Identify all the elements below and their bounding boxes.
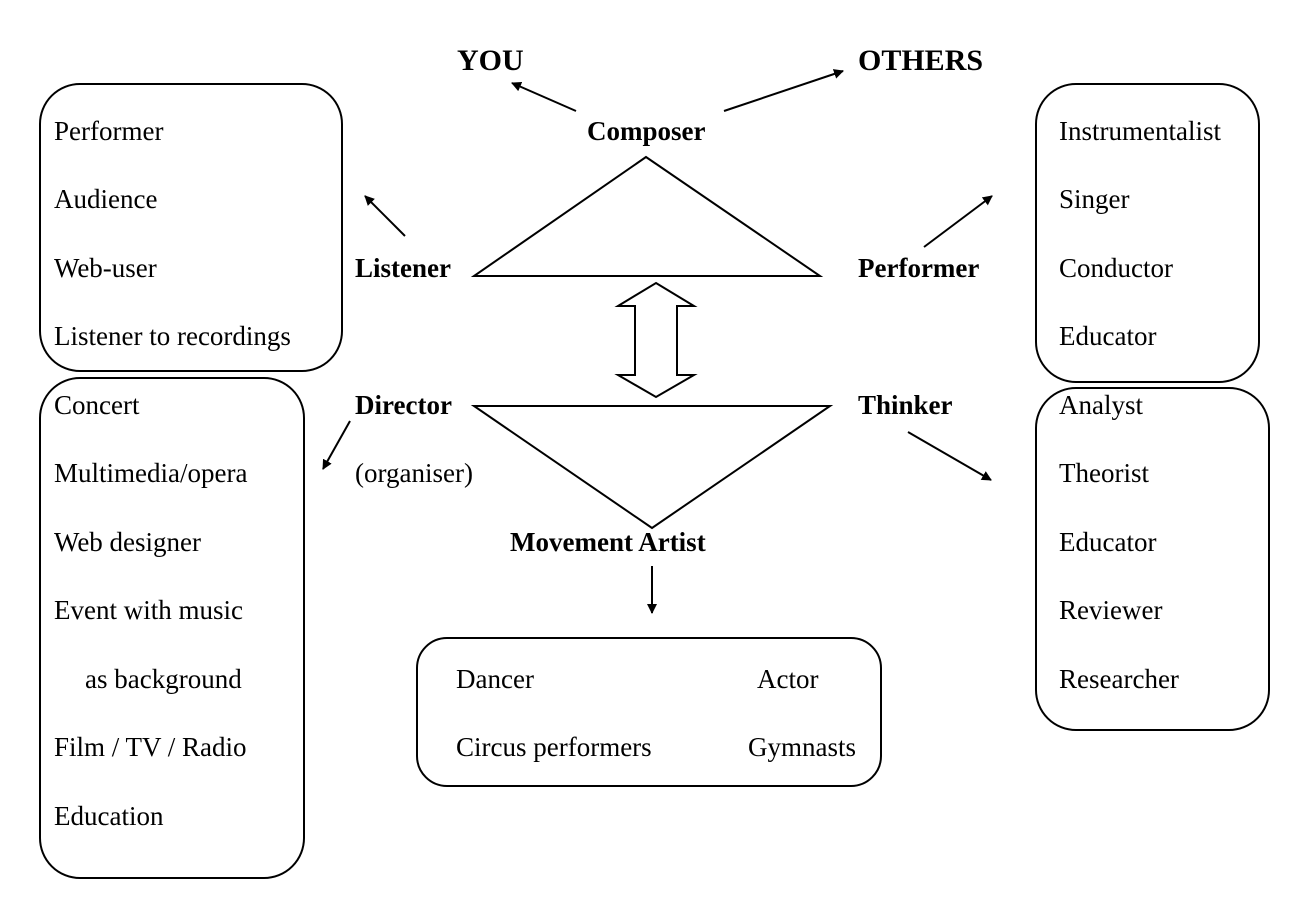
movement-box-item: Gymnasts	[748, 732, 856, 762]
listener-box-item: Web-user	[54, 253, 157, 283]
performer-box-item: Conductor	[1059, 253, 1173, 283]
listener-box	[39, 83, 343, 372]
director-box-item: Event with music	[54, 595, 243, 625]
thinker-box-item: Theorist	[1059, 458, 1149, 488]
arrow-composer-you	[511, 82, 577, 112]
performer-label: Performer	[858, 253, 980, 283]
lower-triangle	[470, 405, 834, 530]
movement-box-item: Circus performers	[456, 732, 652, 762]
director-box-item: Education	[54, 801, 164, 831]
arrow-director-box	[322, 420, 351, 470]
movement-artist-label: Movement Artist	[510, 527, 706, 557]
arrow-composer-others	[723, 69, 844, 112]
director-box-item: Multimedia/opera	[54, 458, 248, 488]
arrow-thinker-box	[907, 431, 992, 481]
thinker-box-item: Analyst	[1059, 390, 1143, 420]
arrow-performer-box	[923, 195, 993, 248]
director-label: Director	[355, 390, 452, 420]
listener-box-item: Listener to recordings	[54, 321, 291, 351]
listener-label: Listener	[355, 253, 451, 283]
arrow-listener-box	[364, 195, 406, 237]
director-box	[39, 377, 305, 879]
thinker-box-item: Educator	[1059, 527, 1157, 557]
performer-box-item: Singer	[1059, 184, 1130, 214]
listener-box-item: Audience	[54, 184, 158, 214]
movement-box	[416, 637, 882, 787]
performer-box	[1035, 83, 1260, 383]
director-box-item: Concert	[54, 390, 140, 420]
composer-label: Composer	[587, 116, 706, 146]
director-box-item: as background	[85, 664, 242, 694]
director-box-item: Web designer	[54, 527, 202, 557]
listener-box-item: Performer	[54, 116, 164, 146]
thinker-box-item: Reviewer	[1059, 595, 1163, 625]
others-label: OTHERS	[858, 44, 984, 77]
performer-box-item: Educator	[1059, 321, 1157, 351]
thinker-box-item: Researcher	[1059, 664, 1179, 694]
you-label: YOU	[457, 44, 524, 77]
director-box-item: Film / TV / Radio	[54, 732, 247, 762]
performer-box-item: Instrumentalist	[1059, 116, 1221, 146]
movement-box-item: Dancer	[456, 664, 534, 694]
double-arrow-icon	[614, 281, 698, 399]
director-note: (organiser)	[355, 458, 473, 488]
thinker-label: Thinker	[858, 390, 953, 420]
upper-triangle	[470, 155, 824, 277]
movement-box-item: Actor	[757, 664, 819, 694]
thinker-box	[1035, 387, 1270, 731]
